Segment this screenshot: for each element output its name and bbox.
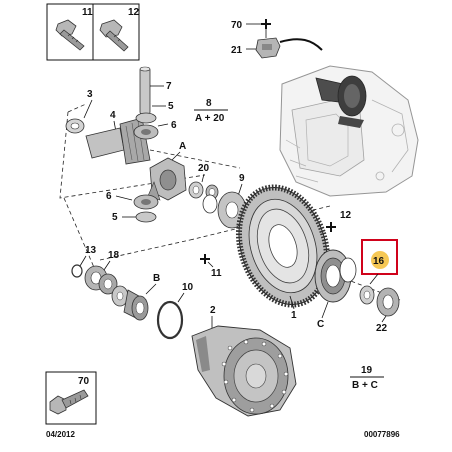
callout-16: 16 [373,256,385,267]
callout-12-group: 12 [326,210,352,232]
callout-6a: 6 [171,120,177,131]
side-gear-6-top: 6 [133,120,177,140]
inset-screws: 11 12 [46,3,140,61]
ring-gear-1: 1 [235,184,331,321]
cross-marker-icon [326,222,336,232]
highlight-box-16: 16 [361,239,398,275]
bearing-20: 20 [188,163,219,200]
callout-19: 19 [361,365,373,376]
callout-13: 13 [85,245,97,256]
inset-bolt-70: 70 [45,371,97,425]
bearing-c: C [314,249,357,330]
circlip-13: 13 [71,245,97,278]
callout-20: 20 [198,163,210,174]
seal-16 [359,273,379,305]
inset-label-12: 12 [128,7,140,18]
callout-2: 2 [210,305,216,316]
bolt-70-icon [49,389,89,415]
inset-label-11: 11 [82,7,93,18]
bearing-18: 18 [84,250,120,295]
callout-6b: 6 [106,191,112,202]
callout-7: 7 [166,81,172,92]
differential-carrier-a: A [147,141,187,201]
callout-9: 9 [239,173,245,184]
callout-4: 4 [110,110,116,121]
callout-5b: 5 [112,212,118,223]
callout-18: 18 [108,250,120,261]
flange-9: 9 [202,173,247,229]
pin-shaft-7: 7 [139,66,172,115]
callout-c: C [317,319,324,330]
clip-21: 21 [231,37,323,59]
bolt-12-icon [99,19,129,52]
side-gear-6-lower: 6 [106,191,159,210]
callout-5a: 5 [168,101,174,112]
callout-10: 10 [182,282,194,293]
gearbox-housing [279,65,419,197]
callout-19-sub: B + C [352,380,378,391]
svg-text:70: 70 [231,20,243,31]
date-code: 04/2012 [46,430,75,439]
callout-b: B [153,273,160,284]
callout-8: 8 [206,98,212,109]
svg-text:21: 21 [231,45,243,56]
planet-gear-5-lower: 5 [112,211,157,223]
callout-11-group: 11 [200,254,222,279]
bolt-11-icon [55,19,85,51]
inset-label-70: 70 [78,376,90,387]
planet-gear-5-top: 5 [135,101,174,124]
differential-housing-2: 2 [191,305,297,417]
callout-11: 11 [211,268,222,279]
reference-code: 00077896 [364,430,400,439]
callout-8-group: 8 A + 20 [194,98,228,124]
cross-marker-icon [261,19,271,29]
callout-22: 22 [376,323,388,334]
callout-19-group: 19 B + C [350,365,384,391]
bearing-b: B [111,273,160,321]
callout-8-sub: A + 20 [195,113,225,124]
callout-70-top: 70 [231,19,271,38]
cross-marker-icon [200,254,210,264]
callout-1: 1 [291,310,297,321]
seal-ring-10: 10 [156,282,194,340]
callout-3: 3 [87,89,93,100]
bearing-22: 22 [376,287,400,334]
washer-3: 3 [65,89,93,134]
callout-a: A [179,141,186,152]
callout-12: 12 [340,210,352,221]
